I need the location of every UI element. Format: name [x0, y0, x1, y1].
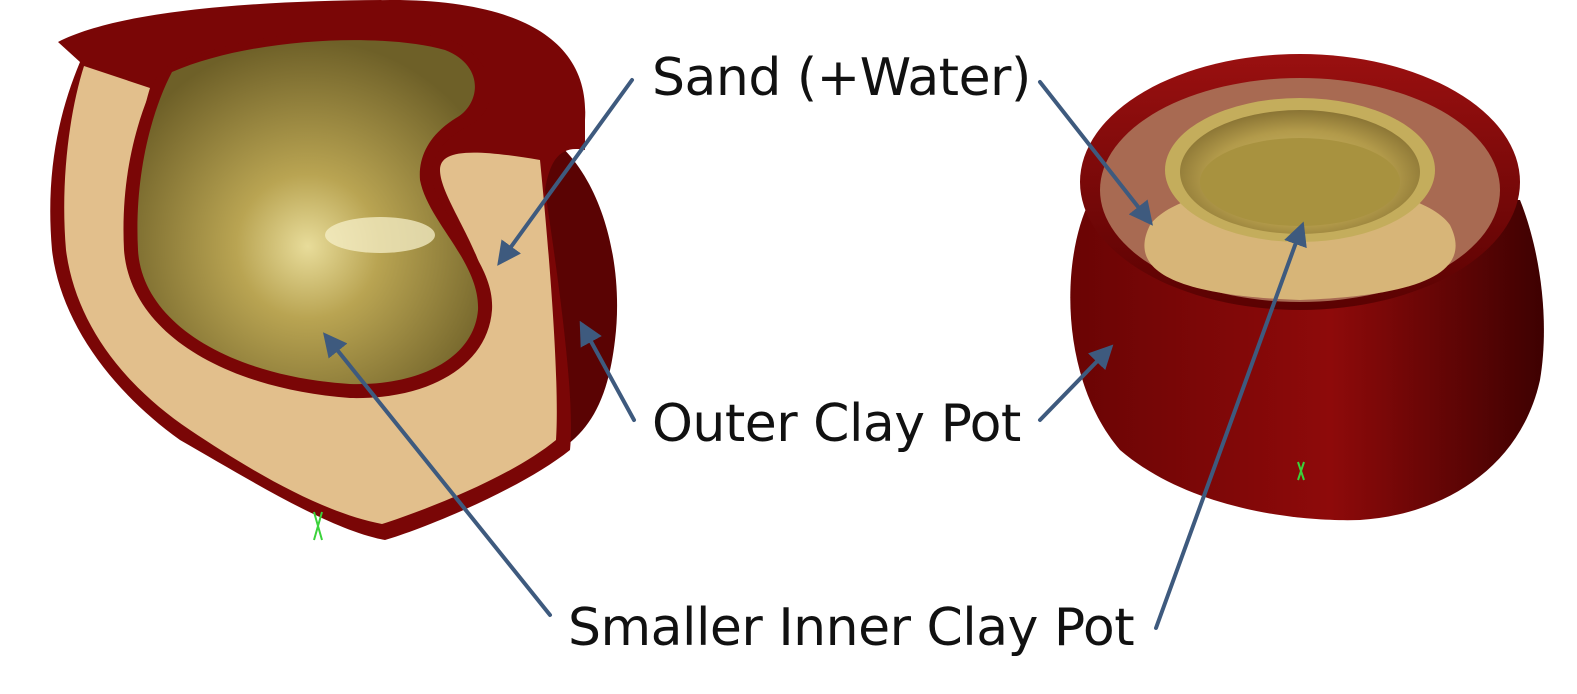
cutaway-pot-illustration	[50, 0, 618, 541]
axis-marker-icon	[1297, 461, 1305, 481]
whole-pot-illustration	[1070, 54, 1544, 521]
label-inner-clay-pot: Smaller Inner Clay Pot	[568, 598, 1135, 658]
label-outer-clay-pot: Outer Clay Pot	[652, 394, 1021, 454]
sand-layer	[64, 66, 557, 524]
arrow-outer-left	[579, 320, 636, 422]
annotation-arrows	[322, 78, 1307, 630]
arrow-inner-left	[322, 332, 552, 617]
arrow-inner-right	[1154, 221, 1307, 630]
inner-pot-hollow	[137, 40, 479, 385]
arrow-sand-right	[1038, 80, 1153, 226]
axis-marker-icon	[313, 511, 323, 541]
arrow-outer-right	[1038, 344, 1114, 422]
inner-pot-highlight	[325, 217, 435, 253]
arrow-sand-left	[497, 78, 634, 266]
inner-pot-inside	[1200, 138, 1400, 226]
label-sand-water: Sand (+Water)	[652, 48, 1031, 108]
